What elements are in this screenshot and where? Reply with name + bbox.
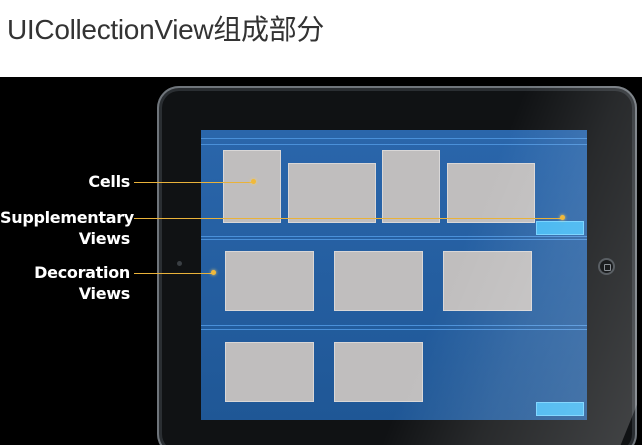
cell (334, 342, 423, 402)
decoration-leader-line (134, 273, 214, 274)
cell (225, 251, 314, 311)
section-separator (201, 144, 587, 145)
section-separator (201, 325, 587, 326)
supplementary-view (536, 221, 584, 235)
page-title: UICollectionView组成部分 (7, 14, 325, 45)
decoration-views-label: Decoration Views (0, 262, 130, 304)
supplementary-view (536, 402, 584, 416)
camera-icon (177, 261, 182, 266)
supplementary-leader-dot (560, 215, 565, 220)
section-separator (201, 329, 587, 330)
cell (447, 163, 535, 223)
cells-leader-line (134, 182, 254, 183)
diagram-stage: Cells Supplementary Views Decoration Vie… (0, 77, 642, 445)
decoration-leader-dot (211, 270, 216, 275)
home-button-icon (598, 258, 615, 275)
cell (288, 163, 376, 223)
section-separator (201, 239, 587, 240)
collection-view-screen (201, 130, 587, 420)
supplementary-leader-line (134, 218, 564, 219)
section-separator (201, 236, 587, 237)
cell (223, 150, 281, 223)
supplementary-label-line2: Views (78, 229, 131, 248)
supplementary-views-label: Supplementary Views (0, 207, 134, 249)
cell (443, 251, 532, 311)
cell (334, 251, 423, 311)
ipad-device (157, 86, 637, 445)
decoration-label-line1: Decoration (34, 263, 130, 282)
cells-label: Cells (88, 172, 130, 191)
cells-leader-dot (251, 179, 256, 184)
decoration-label-line2: Views (78, 284, 131, 303)
section-separator (201, 138, 587, 139)
cell (382, 150, 440, 223)
cell (225, 342, 314, 402)
supplementary-label-line1: Supplementary (0, 208, 134, 227)
